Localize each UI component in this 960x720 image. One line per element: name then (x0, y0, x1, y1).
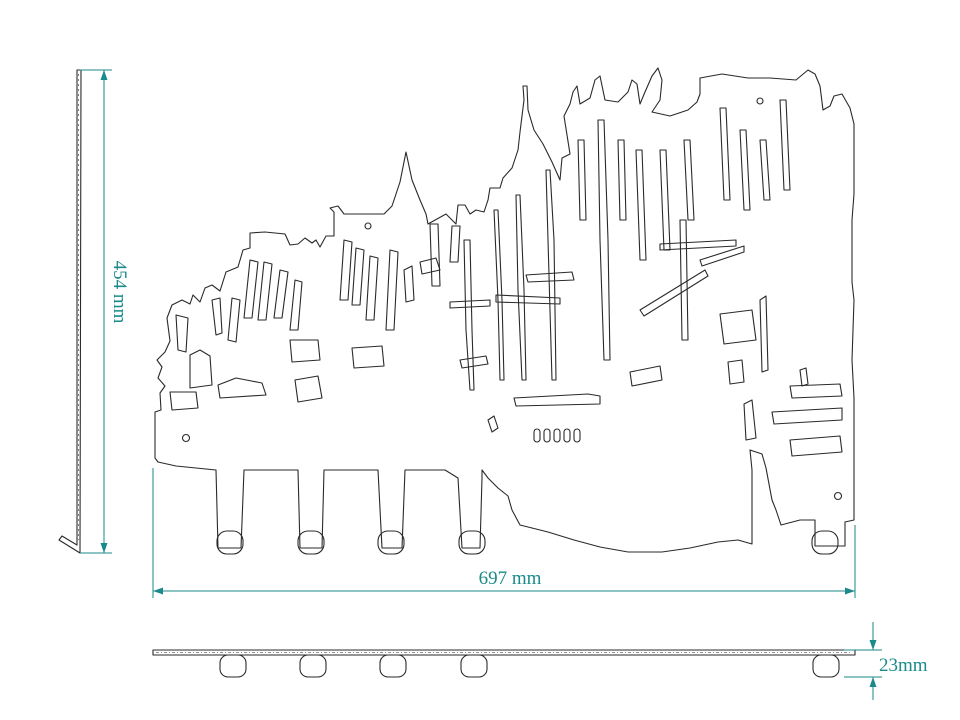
hook-3 (377, 530, 405, 555)
top-hook-3 (379, 654, 407, 678)
depth-label: 23mm (879, 655, 928, 676)
silhouette-outline (154, 67, 855, 553)
height-dimension: 454 mm (80, 69, 130, 554)
hook-4 (458, 530, 486, 555)
width-dimension: 697 mm (152, 468, 856, 598)
height-label: 454 mm (109, 261, 130, 324)
top-view (152, 649, 856, 678)
top-hook-5 (812, 654, 840, 678)
interior-details (169, 97, 843, 501)
top-hook-4 (460, 654, 488, 678)
hooks (216, 530, 839, 555)
hook-5 (811, 530, 839, 555)
top-hook-2 (299, 654, 327, 678)
hook-1 (216, 530, 244, 555)
hook-2 (297, 530, 325, 555)
depth-dimension: 23mm (844, 622, 928, 700)
top-hook-1 (219, 654, 247, 678)
width-label: 697 mm (479, 568, 542, 589)
side-view (58, 69, 82, 554)
front-view-silhouette (154, 67, 855, 555)
